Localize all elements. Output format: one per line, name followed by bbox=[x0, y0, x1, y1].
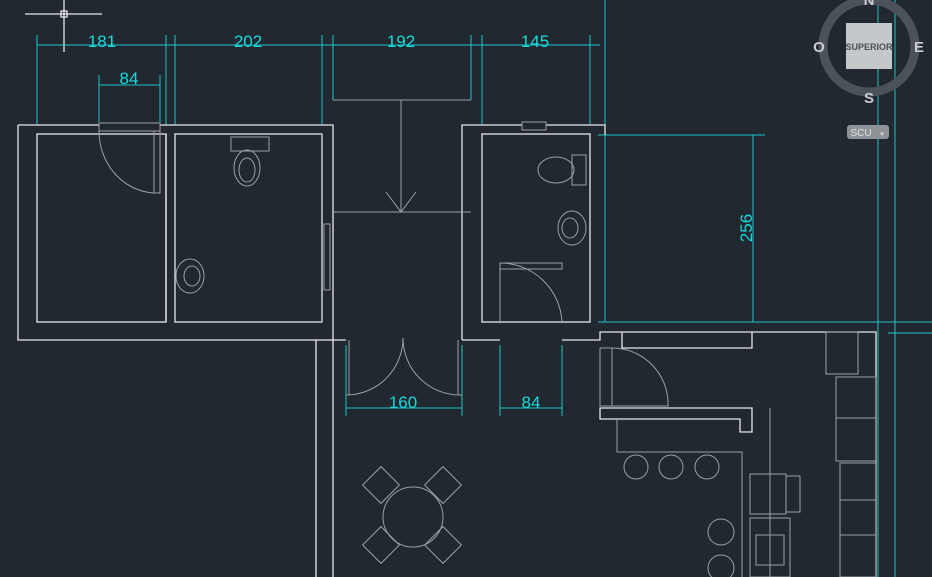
viewcube-face-label: SUPERIOR bbox=[845, 42, 893, 52]
ucs-dropdown[interactable]: SCU ▾ bbox=[847, 125, 889, 139]
compass-west[interactable]: O bbox=[813, 39, 825, 56]
crosshair-cursor bbox=[25, 0, 102, 52]
walls bbox=[17, 124, 877, 577]
doors bbox=[98, 121, 669, 407]
viewcube[interactable]: SUPERIOR N S E O bbox=[813, 0, 924, 107]
fixtures bbox=[175, 136, 877, 577]
dim-160: 160 bbox=[389, 393, 417, 412]
dim-256: 256 bbox=[737, 214, 756, 242]
viewcube-top-face[interactable] bbox=[846, 23, 892, 69]
dim-84-bottom: 84 bbox=[522, 393, 541, 412]
ucs-label: SCU bbox=[850, 128, 871, 139]
stair-corridor bbox=[333, 99, 471, 213]
dim-84-door: 84 bbox=[120, 69, 139, 88]
compass-east[interactable]: E bbox=[914, 39, 924, 56]
dim-192: 192 bbox=[387, 32, 415, 51]
compass-north[interactable]: N bbox=[864, 0, 875, 9]
dim-181: 181 bbox=[88, 32, 116, 51]
dimension-labels: 181 202 192 145 84 256 160 84 bbox=[88, 32, 756, 412]
chevron-down-icon: ▾ bbox=[880, 131, 884, 138]
dim-202: 202 bbox=[234, 32, 262, 51]
compass-south[interactable]: S bbox=[864, 90, 874, 107]
dimension-lines bbox=[36, 0, 932, 577]
dim-145: 145 bbox=[521, 32, 549, 51]
